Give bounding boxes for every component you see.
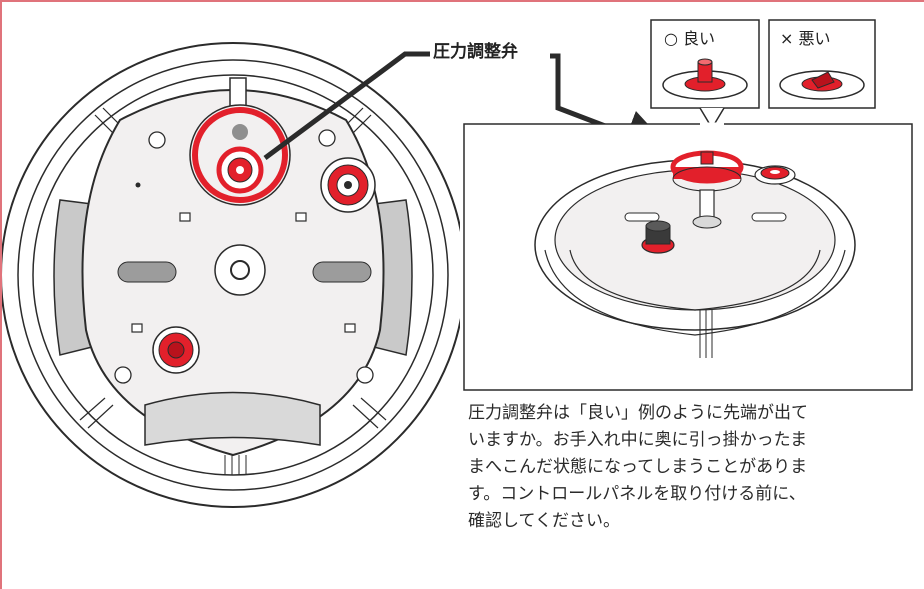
- bad-example-label: × 悪い: [780, 29, 831, 48]
- good-example-label: ○ 良い: [664, 29, 716, 48]
- caption-line: 圧力調整弁は「良い」例のように先端が出て: [468, 403, 808, 423]
- caption-line: 確認してください。: [468, 511, 620, 531]
- pressure-valve-icon: [189, 104, 291, 206]
- caption-text: 圧力調整弁は「良い」例のように先端が出て いますか。お手入れ中に奥に引っ掛かった…: [468, 400, 920, 535]
- caption-line: いますか。お手入れ中に奥に引っ掛かったま: [468, 430, 808, 450]
- callout-line: [263, 51, 430, 161]
- callout-label-pressure-valve: 圧力調整弁: [433, 42, 518, 62]
- caption-line: まへこんだ状態になってしまうことがありま: [468, 457, 808, 477]
- top-view-diagram: [2, 42, 460, 508]
- bad-example-box: [768, 19, 876, 109]
- detail-view-diagram: [463, 107, 913, 391]
- good-example-box: [650, 19, 760, 109]
- screw-icon: [114, 129, 374, 384]
- caption-line: す。コントロールパネルを取り付ける前に、: [468, 484, 806, 504]
